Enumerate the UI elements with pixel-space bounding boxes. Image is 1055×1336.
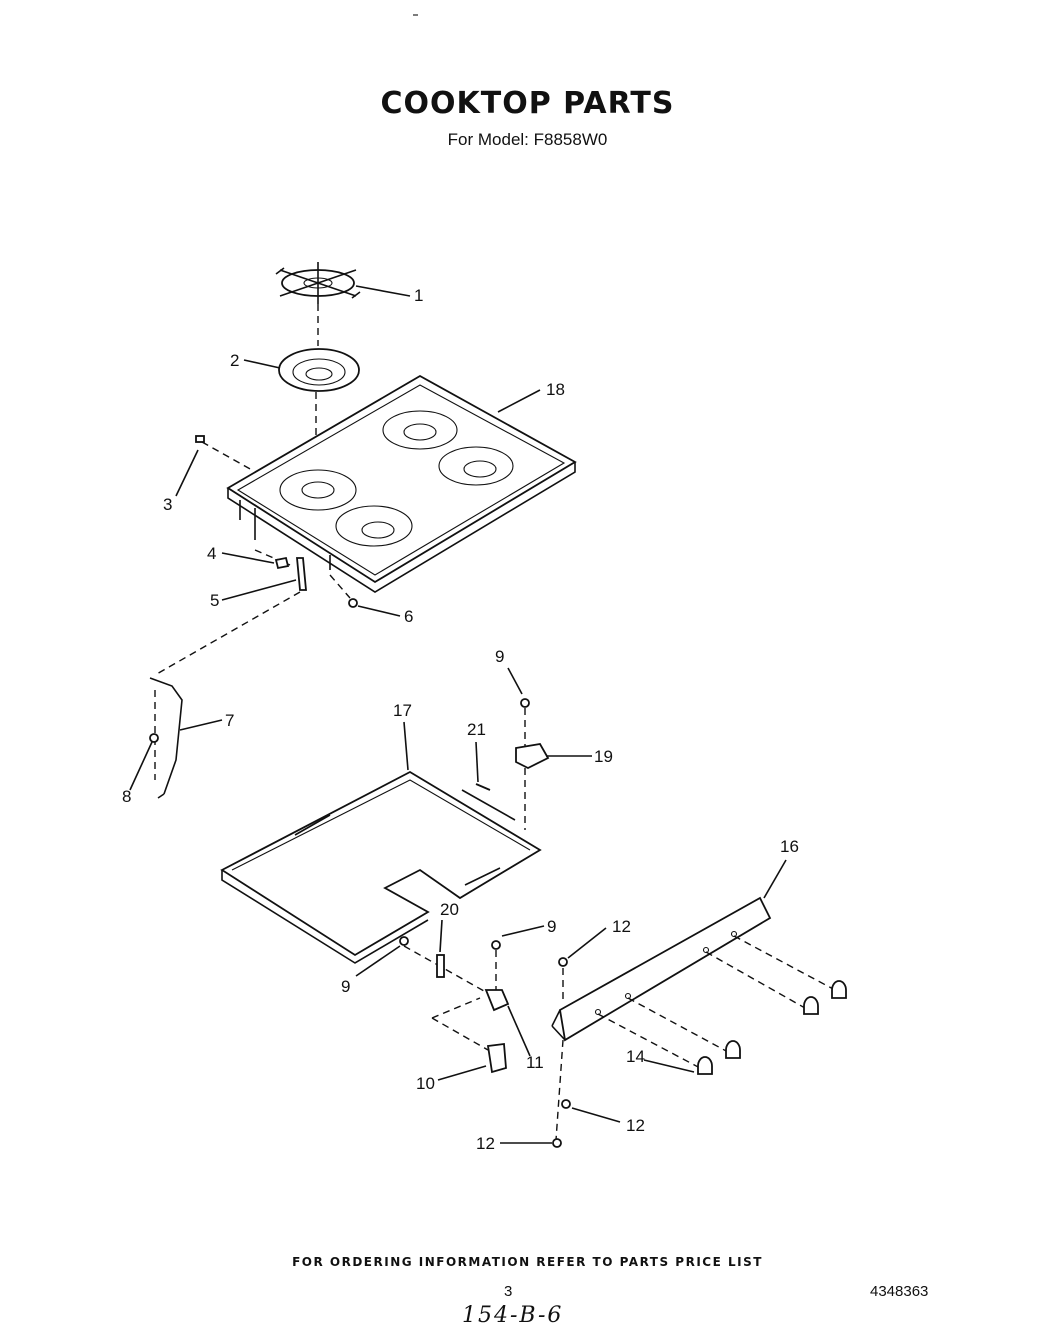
- callout-6: 6: [404, 607, 413, 626]
- part-4-clip: [274, 556, 290, 570]
- part-5-bracket: [296, 557, 307, 591]
- part-9-screw-left: [399, 936, 409, 946]
- callout-17: 17: [393, 701, 412, 720]
- part-12-screw-bottom: [552, 1138, 562, 1148]
- callout-3: 3: [163, 495, 172, 514]
- callout-16: 16: [780, 837, 799, 856]
- part-21-clip: [475, 783, 491, 791]
- callout-9-right: 9: [547, 917, 556, 936]
- callout-1: 1: [414, 286, 423, 305]
- part-14-knobs: [697, 980, 847, 1075]
- part-9-screw-right: [491, 940, 501, 950]
- callout-21: 21: [467, 720, 486, 739]
- handwritten-note: 154-B-6: [462, 1303, 564, 1328]
- callout-5: 5: [210, 591, 219, 610]
- part-16-control-panel: [551, 896, 772, 1042]
- ordering-note: FOR ORDERING INFORMATION REFER TO PARTS …: [292, 1255, 763, 1269]
- document-number: 4348363: [870, 1283, 929, 1300]
- part-17-bottom-panel: [220, 770, 542, 964]
- part-18-cooktop: [226, 374, 577, 593]
- part-12-screw-mid: [561, 1099, 571, 1109]
- callout-labels: 1 2 3 4 5 6 7 8 9 9 9 10 11 12 12 12 14 …: [122, 286, 799, 1153]
- part-1-grate: [275, 262, 361, 304]
- callout-12-mid: 12: [626, 1116, 645, 1135]
- callout-19: 19: [594, 747, 613, 766]
- part-2-burner-bowl: [278, 348, 360, 392]
- callout-4: 4: [207, 544, 216, 563]
- callout-7: 7: [225, 711, 234, 730]
- part-3-screw: [195, 435, 205, 443]
- part-8-screw: [149, 733, 159, 743]
- callout-9-upper: 9: [495, 647, 504, 666]
- callout-12-top: 12: [612, 917, 631, 936]
- page-number: 3: [504, 1283, 513, 1300]
- part-10-bracket: [486, 1042, 507, 1074]
- diagram-title: COOKTOP PARTS: [380, 86, 675, 121]
- model-subtitle: For Model: F8858W0: [447, 130, 608, 149]
- leader-lines: [129, 285, 787, 1144]
- callout-8: 8: [122, 787, 131, 806]
- callout-11: 11: [526, 1053, 544, 1072]
- part-19-bracket: [515, 743, 550, 770]
- callout-14: 14: [626, 1047, 645, 1066]
- callout-20: 20: [440, 900, 459, 919]
- part-6-screw: [348, 598, 358, 608]
- part-7-rod: [149, 677, 183, 799]
- part-9-screw-upper: [520, 698, 530, 708]
- part-20-spring: [436, 954, 445, 978]
- callout-9-left: 9: [341, 977, 350, 996]
- callout-10: 10: [416, 1074, 435, 1093]
- part-12-screw-top: [558, 957, 568, 967]
- part-11-bracket: [484, 989, 510, 1012]
- callout-2: 2: [230, 351, 239, 370]
- callout-18: 18: [546, 380, 565, 399]
- callout-12-bottom: 12: [476, 1134, 495, 1153]
